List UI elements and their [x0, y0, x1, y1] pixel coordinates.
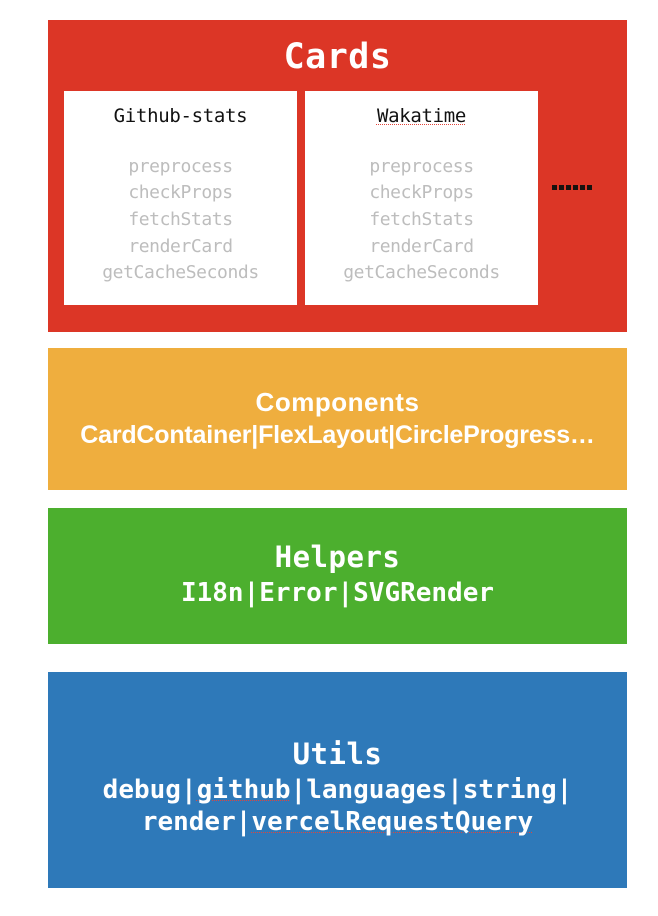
layer-cards: Cards Github-stats preprocess checkProps…	[48, 20, 627, 332]
layer-utils-items-line1: debug|github|languages|string|	[102, 775, 573, 806]
layer-components-title: Components	[255, 386, 420, 417]
list-item: fetchStats	[128, 209, 233, 231]
layer-helpers-title: Helpers	[274, 540, 401, 575]
card-wakatime-method-list: preprocess checkProps fetchStats renderC…	[343, 154, 500, 287]
layer-helpers: Helpers I18n|Error|SVGRender	[48, 508, 627, 644]
card-wakatime[interactable]: Wakatime preprocess checkProps fetchStat…	[305, 91, 538, 305]
list-item: renderCard	[128, 235, 233, 257]
layer-utils-items: debug|github|languages|string| render|ve…	[103, 775, 573, 838]
layer-components: Components CardContainer|FlexLayout|Circ…	[48, 348, 627, 490]
layer-helpers-items: I18n|Error|SVGRender	[180, 578, 495, 609]
list-item: preprocess	[369, 155, 474, 177]
cards-row: Github-stats preprocess checkProps fetch…	[64, 91, 611, 305]
card-github-stats-method-list: preprocess checkProps fetchStats renderC…	[102, 154, 259, 287]
ellipsis-icon	[552, 185, 594, 190]
list-item: getCacheSeconds	[343, 262, 500, 284]
layer-utils-items-line2: render|vercelRequestQuery	[141, 806, 534, 837]
layer-utils-title: Utils	[292, 737, 383, 772]
layer-utils: Utils debug|github|languages|string| ren…	[48, 672, 627, 888]
layer-cards-title: Cards	[283, 37, 392, 77]
list-item: renderCard	[369, 235, 474, 257]
ellipsis-dot	[573, 185, 578, 190]
ellipsis-dot	[552, 185, 557, 190]
list-item: checkProps	[369, 182, 474, 204]
card-wakatime-title: Wakatime	[376, 105, 467, 127]
card-github-stats[interactable]: Github-stats preprocess checkProps fetch…	[64, 91, 297, 305]
card-github-stats-title: Github-stats	[113, 105, 248, 127]
layer-components-items: CardContainer|FlexLayout|CircleProgress…	[80, 420, 595, 449]
ellipsis-dot	[566, 185, 571, 190]
list-item: getCacheSeconds	[102, 262, 259, 284]
ellipsis-dot	[580, 185, 585, 190]
list-item: preprocess	[128, 155, 233, 177]
list-item: checkProps	[128, 182, 233, 204]
list-item: fetchStats	[369, 209, 474, 231]
ellipsis-dot	[559, 185, 564, 190]
ellipsis-dot	[587, 185, 592, 190]
